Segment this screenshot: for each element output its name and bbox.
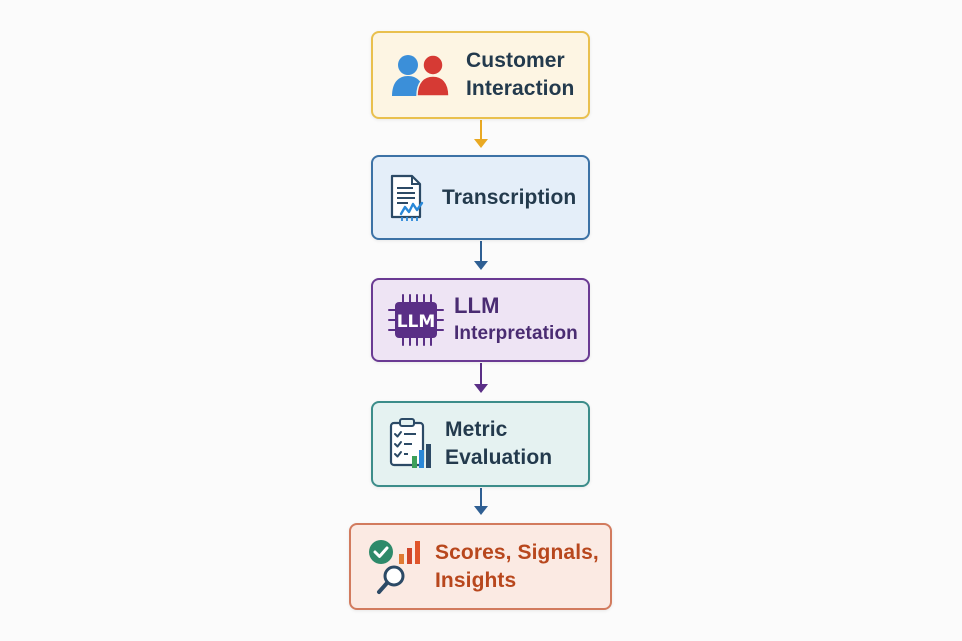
- node-llm-interpretation: LLM LLM Interpretation: [371, 278, 590, 362]
- node-label: Customer Interaction: [466, 47, 574, 103]
- label-line: Metric: [445, 418, 508, 441]
- label-line: Insights: [435, 568, 517, 592]
- node-label: Transcription: [442, 184, 576, 212]
- label-line: Evaluation: [445, 446, 553, 469]
- users-icon: [389, 52, 453, 98]
- label-line: Interaction: [466, 77, 575, 100]
- label-line: Interpretation: [454, 323, 578, 344]
- arrow-llm-to-metric: [474, 363, 488, 393]
- node-transcription: Transcription: [371, 155, 590, 240]
- label-line: LLM: [454, 293, 500, 318]
- llm-chip-text: LLM: [397, 312, 436, 332]
- label-line: Transcription: [442, 185, 577, 209]
- arrow-metric-to-scores: [474, 488, 488, 515]
- checklist-chart-icon: [387, 417, 437, 471]
- llm-chip-icon: LLM: [386, 293, 446, 347]
- label-line: Scores, Signals,: [435, 540, 599, 564]
- arrow-customer-to-transcription: [474, 120, 488, 148]
- check-chart-magnifier-icon: [365, 538, 427, 596]
- node-customer-interaction: Customer Interaction: [371, 31, 590, 119]
- node-label: Metric Evaluation: [445, 416, 552, 472]
- arrow-transcription-to-llm: [474, 241, 488, 270]
- node-scores-signals-insights: Scores, Signals, Insights: [349, 523, 612, 610]
- document-waveform-icon: [387, 173, 429, 223]
- node-label: LLM Interpretation: [454, 292, 578, 348]
- node-label: Scores, Signals, Insights: [435, 539, 599, 595]
- label-line: Customer: [466, 49, 565, 72]
- node-metric-evaluation: Metric Evaluation: [371, 401, 590, 487]
